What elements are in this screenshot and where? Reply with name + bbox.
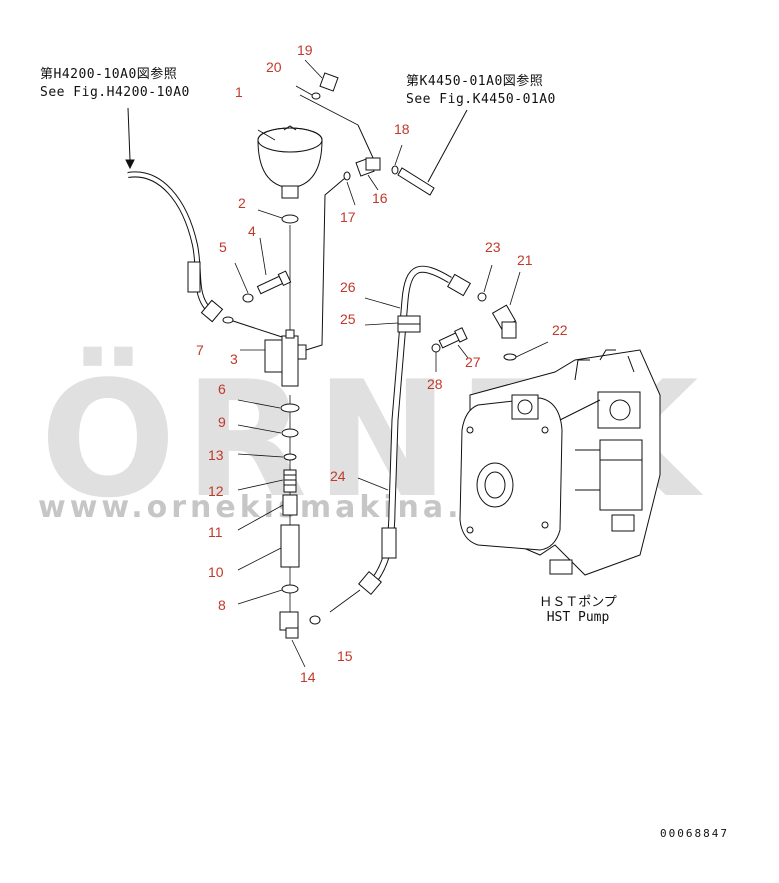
pump-label-en: HST Pump	[546, 610, 610, 625]
hst-pump	[459, 349, 661, 576]
part-number-9: 9	[218, 414, 226, 430]
part-number-14: 14	[300, 669, 316, 685]
part-number-18: 18	[394, 121, 410, 137]
fitting-19	[311, 72, 339, 100]
part-number-21: 21	[517, 252, 533, 268]
pipe-17	[305, 177, 346, 351]
part-number-10: 10	[208, 564, 224, 580]
part-number-4: 4	[248, 223, 256, 239]
elbow-14	[279, 611, 299, 639]
part-number-16: 16	[372, 190, 388, 206]
part-number-15: 15	[337, 648, 353, 664]
elbow-16	[355, 157, 381, 177]
oring-9	[281, 428, 299, 438]
oring-23	[477, 292, 487, 302]
part-number-13: 13	[208, 447, 224, 463]
oring-7	[222, 316, 234, 324]
bolt-4	[256, 270, 292, 295]
part-number-25: 25	[340, 311, 356, 327]
oring-2	[281, 214, 299, 224]
part-number-26: 26	[340, 279, 356, 295]
part-number-12: 12	[208, 483, 224, 499]
left-ref-en: See Fig.H4200-10A0	[40, 85, 190, 100]
right-ref-jp: 第K4450-01A0図参照	[406, 74, 544, 89]
leader-7	[229, 319, 283, 338]
clamp-25	[397, 315, 421, 333]
elbow-21	[491, 304, 517, 339]
right-ref-en: See Fig.K4450-01A0	[406, 92, 556, 107]
washer-5	[242, 293, 254, 303]
part-number-27: 27	[465, 354, 481, 370]
part-number-1: 1	[235, 84, 243, 100]
oring-18	[391, 165, 399, 175]
oring-6	[280, 403, 300, 413]
part-number-6: 6	[218, 381, 226, 397]
part-number-11: 11	[208, 524, 223, 540]
body-10	[280, 524, 300, 568]
leader-left-ref	[127, 107, 131, 161]
valve-block	[264, 329, 307, 387]
doc-id: 00068847	[660, 827, 729, 840]
part-number-20: 20	[266, 59, 282, 75]
part-number-17: 17	[340, 209, 356, 225]
pump-label: ＨＳＴポンプ HST Pump	[528, 595, 628, 625]
washer-28	[431, 343, 441, 353]
part-number-3: 3	[230, 351, 238, 367]
leader-right-ref	[427, 109, 468, 183]
spring-12	[283, 469, 297, 493]
part-number-23: 23	[485, 239, 501, 255]
accumulator	[257, 125, 323, 199]
oring-15	[309, 615, 321, 625]
part-number-5: 5	[219, 239, 227, 255]
part-number-28: 28	[427, 376, 443, 392]
part-number-7: 7	[196, 342, 204, 358]
pump-label-jp: ＨＳＴポンプ	[539, 595, 617, 610]
poppet-11	[282, 494, 298, 516]
bolt-27	[438, 327, 468, 349]
part-number-22: 22	[552, 322, 568, 338]
part-number-24: 24	[330, 468, 346, 484]
part-number-2: 2	[238, 195, 246, 211]
part-number-8: 8	[218, 597, 226, 613]
oring-22	[503, 353, 517, 361]
hose-left-fitting	[187, 261, 201, 293]
bolt-right-ref	[397, 167, 435, 196]
oring-8	[281, 584, 299, 594]
shim-13	[283, 453, 297, 461]
part-number-19: 19	[297, 42, 313, 58]
left-ref-jp: 第H4200-10A0図参照	[40, 67, 178, 82]
